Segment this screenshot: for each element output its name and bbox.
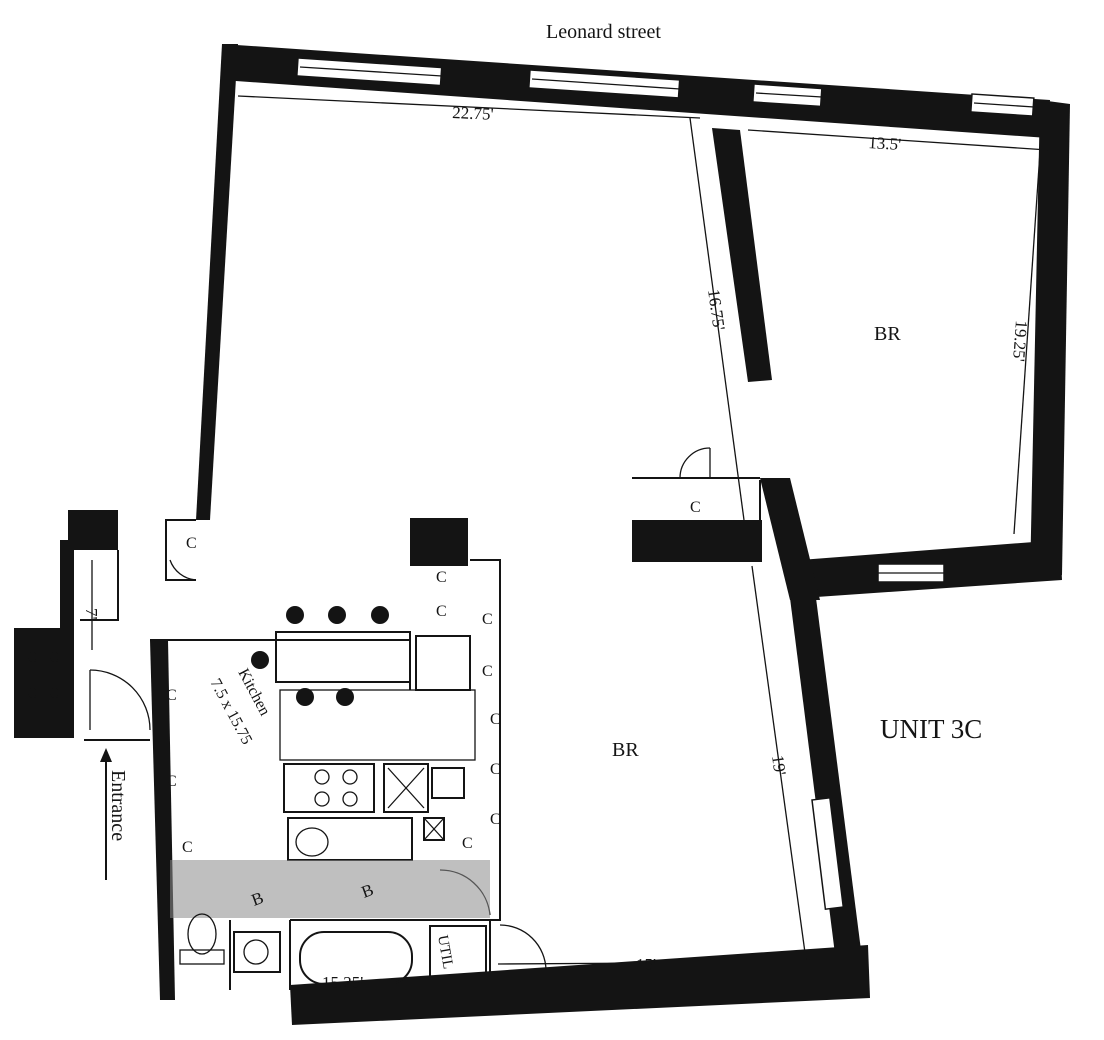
stool-dot <box>371 606 389 624</box>
bathroom <box>170 860 490 985</box>
bedroom-label: BR <box>874 323 901 345</box>
entrance-label: Entrance <box>107 770 129 841</box>
bedroom-label: BR <box>612 739 639 761</box>
exterior-walls <box>14 44 1070 1025</box>
util-label: UTIL <box>434 934 456 970</box>
closet-label: C <box>166 687 177 704</box>
closet-label: C <box>48 685 59 702</box>
closet-label: C <box>26 685 37 702</box>
closet-label: C <box>462 835 473 852</box>
dimension-lines <box>91 95 1049 965</box>
stool-dot <box>286 606 304 624</box>
closet-label: C <box>166 773 177 790</box>
stool-dot <box>296 688 314 706</box>
street-label: Leonard street <box>546 21 661 43</box>
interior-lines <box>80 477 761 990</box>
dimension-label: 15' <box>636 955 656 974</box>
door-swings <box>89 447 711 971</box>
windows <box>296 57 1035 911</box>
dimension-label: 15.25' <box>322 973 363 992</box>
stool-dot <box>336 688 354 706</box>
closet-label: C <box>182 839 193 856</box>
closet-label: C <box>490 761 501 778</box>
dimension-label: 22.75' <box>452 103 494 124</box>
closet-label: C <box>690 499 701 516</box>
closet-label: C <box>436 603 447 620</box>
closet-label: C <box>490 811 501 828</box>
closet-label: C <box>436 569 447 586</box>
closet-label: C <box>186 535 197 552</box>
dimension-label: 16.75' <box>704 288 729 332</box>
dimension-label: 13.5' <box>868 133 902 154</box>
closet-labels: C C C C C C C C C C C C C C C C C <box>26 499 701 856</box>
closet-label: C <box>482 611 493 628</box>
kitchen <box>251 606 476 861</box>
closet-label: C <box>482 663 493 680</box>
dimension-label: 19' <box>768 754 790 777</box>
stool-dot <box>328 606 346 624</box>
dimension-label: 19.25' <box>1009 320 1031 363</box>
closet-label: C <box>490 711 501 728</box>
stool-dot <box>251 651 269 669</box>
unit-label: UNIT 3C <box>880 714 982 744</box>
dimension-label: 7' <box>82 608 101 620</box>
closet-label: C <box>26 649 37 666</box>
closet-label: C <box>48 649 59 666</box>
